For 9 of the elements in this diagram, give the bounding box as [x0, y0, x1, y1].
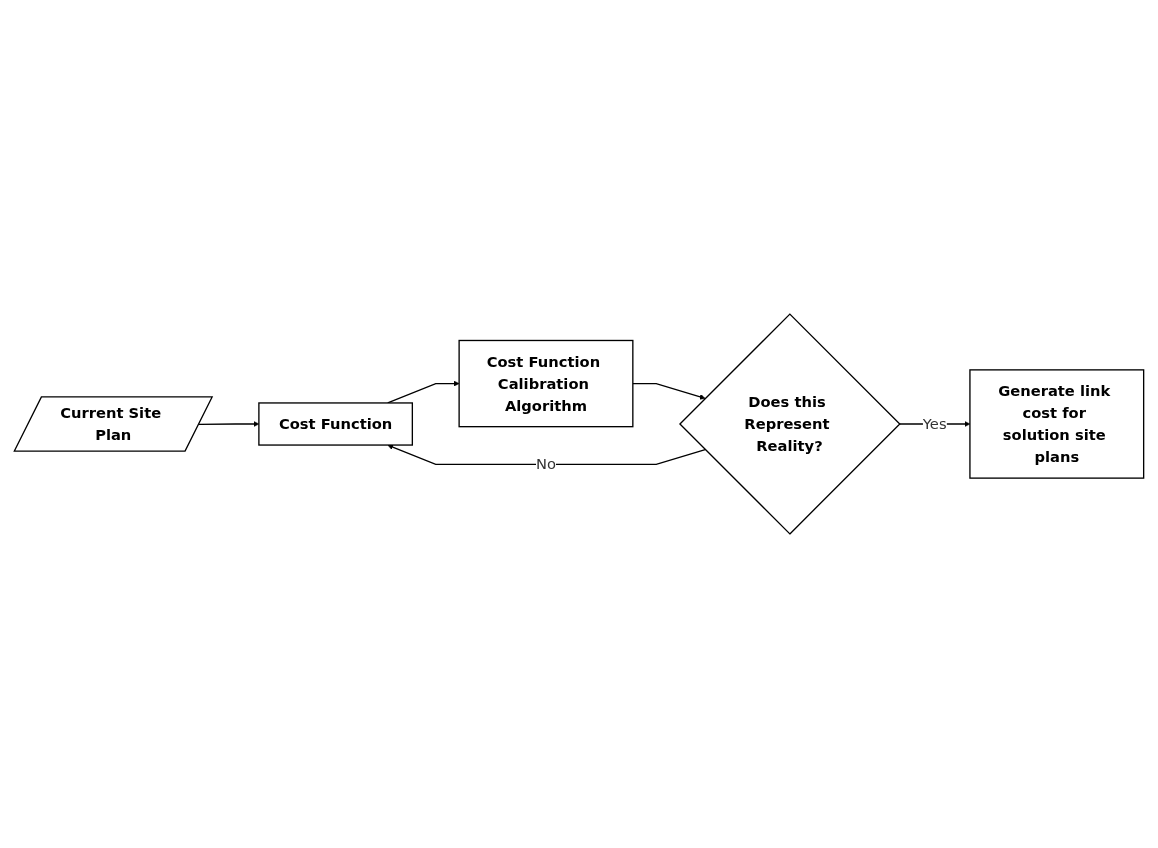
- node-box: Cost Function Calibration Algorithm: [458, 339, 634, 428]
- arrow: [632, 382, 706, 400]
- arrow: [387, 444, 706, 466]
- arrow: [387, 380, 460, 404]
- node-box: Generate link cost for solution site plans: [969, 369, 1145, 479]
- node-diamond: Does this Represent Reality?: [679, 313, 901, 535]
- edge-label: Yes: [922, 415, 947, 433]
- node-box: Cost Function: [258, 402, 414, 446]
- edge-label: No: [535, 456, 556, 473]
